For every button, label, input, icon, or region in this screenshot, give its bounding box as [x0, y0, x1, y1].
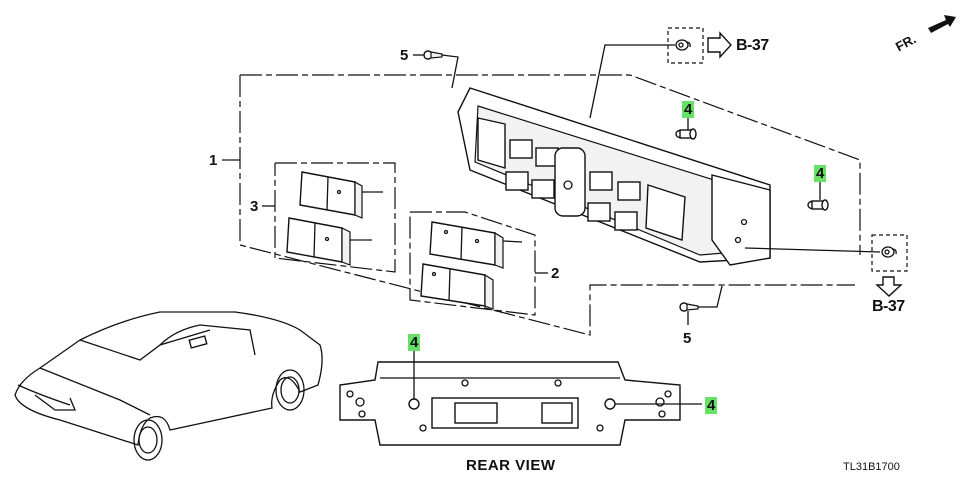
callout-2[interactable]: 2: [551, 265, 560, 282]
heater-control-panel[interactable]: [457, 87, 771, 266]
callout-1[interactable]: 1: [209, 152, 218, 169]
clip-icon-right: [881, 246, 897, 258]
clip-box-top: [667, 27, 704, 64]
vehicle-location-illustration: [14, 311, 323, 461]
switch-3-upper[interactable]: [299, 171, 383, 219]
leader-clip-top: [589, 44, 675, 119]
callout-4-rear-left[interactable]: 4: [408, 334, 421, 351]
button-row-right: [587, 171, 641, 231]
reference-b37-top[interactable]: B-37: [736, 37, 769, 54]
screw-icon-bottom[interactable]: [679, 302, 699, 312]
switch-2-lower[interactable]: [420, 263, 494, 310]
button-row-left: [505, 139, 559, 199]
arrow-right-icon: [707, 31, 732, 59]
connector-left: [454, 402, 498, 424]
callout-4-top[interactable]: 4: [682, 101, 695, 118]
callout-3[interactable]: 3: [250, 198, 259, 215]
reference-b37-right[interactable]: B-37: [872, 298, 905, 315]
switch-box-3: [274, 162, 396, 273]
clip-box-right: [871, 234, 908, 272]
callout-4-right[interactable]: 4: [814, 165, 827, 182]
clip-icon-top: [675, 39, 691, 51]
pin-icon-right[interactable]: [807, 199, 829, 211]
drawing-code: TL31B1700: [843, 461, 900, 473]
front-direction-arrow-icon: [928, 15, 956, 33]
rear-view-unit[interactable]: [339, 361, 681, 446]
leader-screw-bottom: [698, 285, 723, 308]
assembly-outline-bottom: [239, 75, 855, 336]
rear-view-caption: REAR VIEW: [466, 457, 556, 474]
switch-2-upper[interactable]: [429, 221, 523, 269]
screw-icon-top[interactable]: [423, 50, 443, 60]
switch-3-lower[interactable]: [286, 217, 372, 266]
callout-4-rear-right[interactable]: 4: [705, 397, 718, 414]
callout-5-top[interactable]: 5: [400, 47, 409, 64]
leader-clip-right: [744, 247, 881, 253]
callout-5-bottom[interactable]: 5: [683, 330, 692, 347]
switch-box-2: [409, 211, 536, 316]
connector-right: [541, 402, 573, 424]
arrow-down-icon: [875, 276, 903, 297]
leader-screw-top: [441, 54, 459, 89]
pin-icon-top[interactable]: [675, 128, 697, 140]
assembly-outline-top: [240, 74, 861, 255]
